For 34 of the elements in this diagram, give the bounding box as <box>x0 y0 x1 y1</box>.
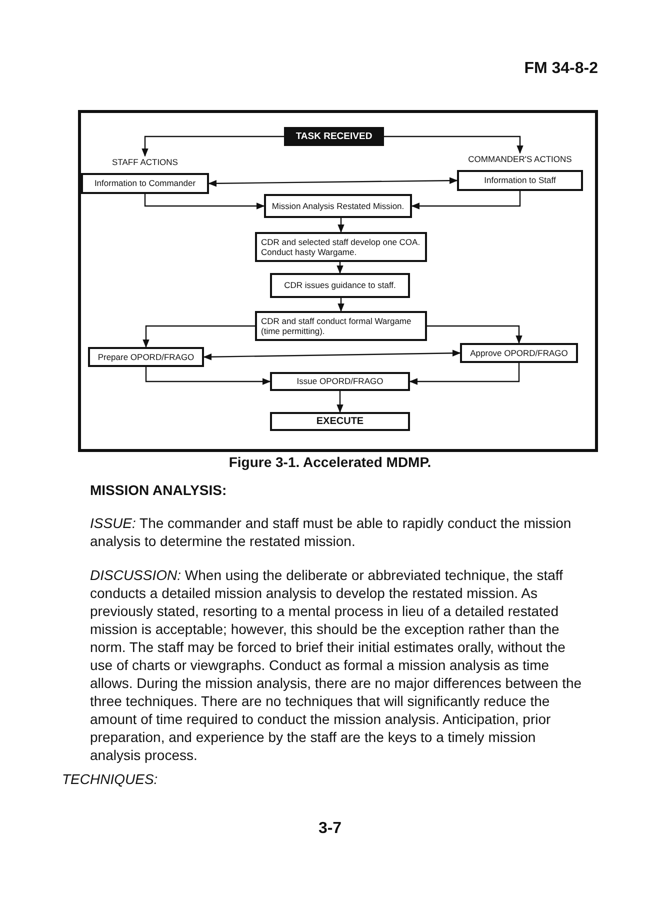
process-box: Information to Commander <box>81 173 209 194</box>
arrow <box>142 325 255 348</box>
process-box: CDR issues guidance to staff. <box>270 273 410 298</box>
arrow <box>336 262 344 274</box>
figure-caption: Figure 3-1. Accelerated MDMP. <box>228 453 432 471</box>
discussion-paragraph: DISCUSSION: When using the deliberate or abbreviated technique, the staff conducts a detailed mission analysis to develop the restated mission. As previously stated, resorting to a mental process in lieu of a detailed restated mission is acceptable; however, this should be the exception rather than the norm. The staff may be forced to brief their initial estimates orally, without the use of charts or viewgraphs. Conduct as formal a mission analysis as time allows. During the mission analysis, there are no major differences between the three techniques. There are no techniques that will significantly reduce the amount of time required to conduct the mission analysis. Anticipation, prior preparation, and experience by the staff are the keys to a timely mission analysis process. <box>90 566 583 764</box>
process-box: CDR and selected staff develop one COA. Conduct hasty Wargame. <box>255 232 427 262</box>
arrow <box>384 136 524 154</box>
arrow <box>145 367 271 385</box>
process-box: Approve OPORD/FRAGO <box>460 343 578 363</box>
arrow <box>336 391 344 413</box>
arrow <box>208 177 458 187</box>
process-box: EXECUTE <box>270 412 410 431</box>
arrow <box>427 325 522 344</box>
subsection-heading: TECHNIQUES: <box>62 770 158 788</box>
arrow <box>203 350 461 360</box>
arrow <box>411 191 521 210</box>
page-number: 3-7 <box>317 820 343 838</box>
process-box: Issue OPORD/FRAGO <box>270 372 410 391</box>
process-box: Mission Analysis Restated Mission. <box>264 194 412 218</box>
document-number: FM 34-8-2 <box>524 60 598 78</box>
section-heading: MISSION ANALYSIS: <box>90 481 227 499</box>
arrow <box>338 218 344 233</box>
process-box: CDR and staff conduct formal Wargame (time permitting). <box>255 311 427 341</box>
issue-paragraph: ISSUE: The commander and staff must be able to rapidly conduct the mission analysis to determine the restated mission. <box>90 514 572 550</box>
column-heading: STAFF ACTIONS <box>111 156 179 169</box>
column-heading: COMMANDER'S ACTIONS <box>467 153 573 166</box>
arrow <box>144 194 265 210</box>
process-box: Prepare OPORD/FRAGO <box>88 347 204 367</box>
arrow <box>142 136 284 157</box>
arrow <box>338 298 344 312</box>
process-box: TASK RECEIVED <box>284 127 384 146</box>
process-box: Information to Staff <box>457 170 583 191</box>
arrow <box>409 363 520 385</box>
